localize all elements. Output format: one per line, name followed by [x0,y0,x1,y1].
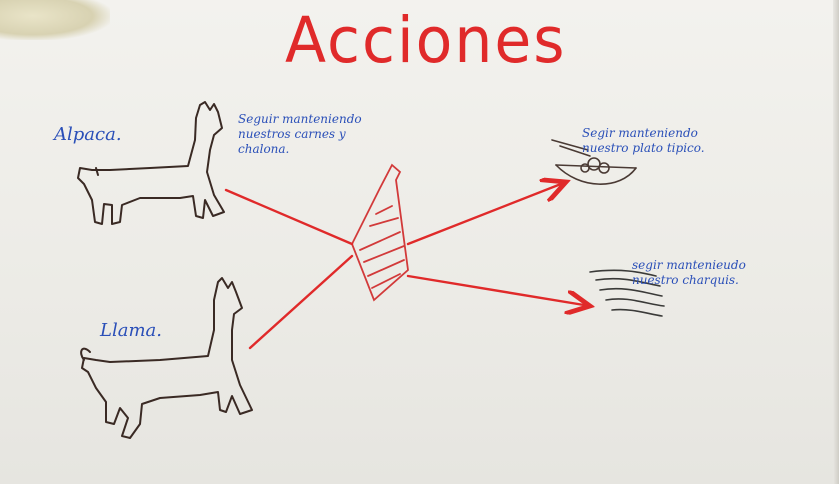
arrow-center-to-dish [406,182,566,246]
dish-drawing [551,139,637,185]
charqui-drawing [589,269,665,317]
llama-label: Llama. [100,320,162,341]
arrow-alpaca-to-center [224,188,354,246]
diagram-title: Acciones [285,4,567,78]
dish-note: Segir manteniendo nuestro plato tipico. [582,126,705,156]
alpaca-label: Alpaca. [54,124,122,145]
dish-note-line-2: nuestro plato tipico. [582,141,705,155]
charqui-note-line-1: segir mantenieudo [632,258,746,272]
arrow-llama-to-center [248,254,354,350]
center-object-drawing [351,163,409,302]
alpaca-note: Seguir manteniendo nuestros carnes y cha… [238,112,362,157]
llama-drawing [80,277,253,439]
alpaca-note-line-1: Seguir manteniendo [238,112,362,126]
alpaca-note-line-2: nuestros carnes y [238,127,346,141]
charqui-note: segir mantenieudo nuestro charquis. [632,258,746,288]
connector-lines [224,182,590,350]
alpaca-note-line-3: chalona. [238,142,290,156]
board-edge [833,0,839,484]
tape-corner [0,0,110,40]
alpaca-drawing [77,101,225,225]
charqui-note-line-2: nuestro charquis. [632,273,739,287]
dish-note-line-1: Segir manteniendo [582,126,698,140]
arrow-center-to-charqui [406,274,590,306]
